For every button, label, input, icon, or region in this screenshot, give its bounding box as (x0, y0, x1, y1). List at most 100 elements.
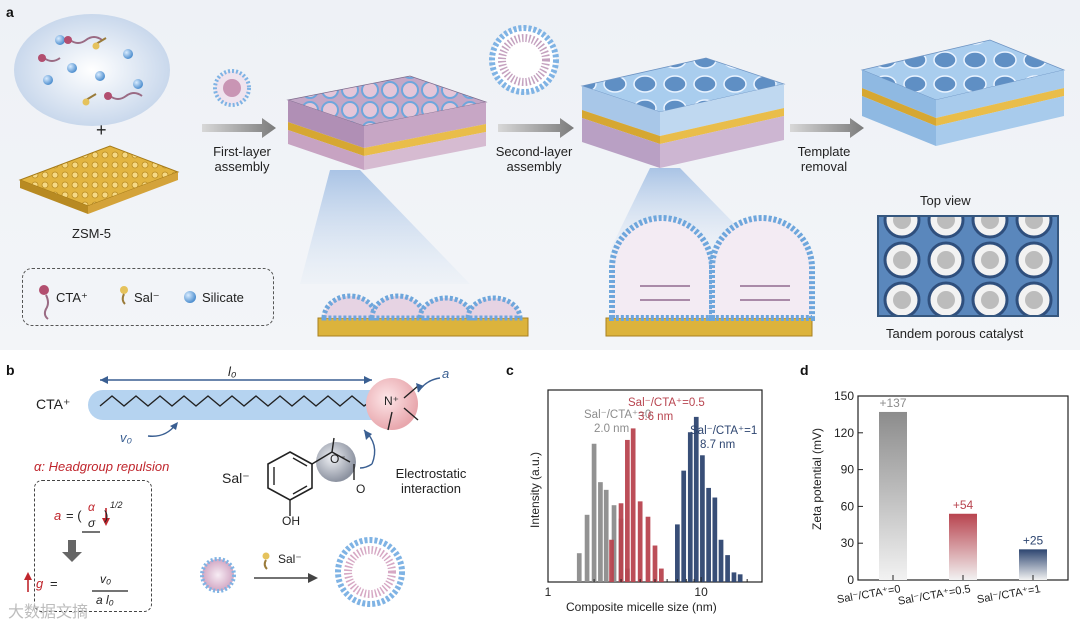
panel-b-illustration (24, 376, 441, 607)
histogram-bar (718, 539, 724, 582)
eq1-den: σ (88, 516, 96, 530)
alpha-title: α: Headgroup repulsion (34, 459, 169, 474)
step1-line2: assembly (214, 159, 270, 174)
sal-arrow-label: Sal⁻ (278, 552, 302, 566)
series-name-label: Sal⁻/CTA⁺=1 (690, 425, 757, 437)
panel-d-ylabel: Zeta potential (mV) (810, 427, 824, 530)
legend-box (22, 268, 274, 326)
zeta-bar (949, 513, 977, 580)
step2-line2: assembly (506, 159, 562, 174)
histogram-bar (618, 503, 624, 582)
first-layer-zoom (317, 293, 529, 337)
histogram-bar (712, 497, 718, 582)
histogram-bar (576, 553, 582, 582)
series-size-label: 3.6 nm (638, 411, 673, 423)
equation-box (34, 480, 152, 612)
large-micelle-b (335, 537, 405, 607)
v0-label: v₀ (120, 430, 132, 445)
histogram-bar (652, 545, 658, 582)
small-micelle-b (200, 557, 236, 593)
large-micelle-icon (489, 25, 559, 95)
zsm5-label: ZSM-5 (72, 226, 111, 241)
series-name-label: Sal⁻/CTA⁺=0 (584, 409, 651, 421)
cta-label: CTA⁺ (36, 396, 71, 412)
zeta-bar (879, 411, 907, 580)
category-label: Sal⁻/CTA⁺=0 (836, 583, 901, 606)
panel-c-xlabel: Composite micelle size (nm) (566, 600, 717, 614)
histogram-bar (737, 574, 743, 582)
series-name-label: Sal⁻/CTA⁺=0.5 (628, 397, 705, 409)
arrow-second-layer (498, 118, 574, 138)
series-size-label: 8.7 nm (700, 439, 735, 451)
small-micelle-icon (213, 69, 251, 107)
series-size-label: 2.0 nm (594, 423, 629, 435)
y-tick-label: 120 (834, 426, 854, 440)
histogram-bar (700, 455, 705, 582)
panel-b-label: b (6, 362, 15, 378)
histogram-bar (693, 416, 699, 582)
legend-sal-icon (120, 286, 128, 305)
second-layer-block (580, 57, 786, 168)
eq1-exp: 1/2 (110, 500, 123, 510)
histogram-bar (598, 482, 603, 582)
porous-product-block (860, 39, 1066, 146)
eq2-den: a l₀ (96, 593, 114, 607)
bar-value-label: +25 (1023, 533, 1044, 547)
legend-silicate-label: Silicate (202, 290, 244, 305)
eq2-num: v₀ (100, 572, 112, 586)
histogram-bar (611, 505, 617, 582)
tandem-catalyst-label: Tandem porous catalyst (886, 326, 1024, 341)
plus-sign: + (96, 120, 107, 140)
second-layer-zoom (605, 215, 815, 337)
legend-silicate-icon (184, 291, 196, 303)
arrow-first-layer (202, 118, 276, 138)
histogram-bar (675, 524, 680, 582)
y-tick-label: 0 (847, 573, 854, 587)
histogram-bar (645, 516, 651, 582)
step2-label: Second-layer assembly (486, 144, 582, 174)
electrostatic-line2: interaction (401, 481, 461, 496)
legend-cta-icon (39, 285, 49, 320)
histogram-bar (706, 487, 711, 582)
y-tick-label: 150 (834, 389, 854, 403)
legend-cta-label: CTA⁺ (56, 290, 88, 305)
bar-value-label: +137 (879, 396, 906, 410)
electrostatic-line1: Electrostatic (395, 466, 467, 481)
histogram-bar (637, 501, 643, 582)
step3-line1: Template (797, 144, 851, 159)
bar-value-label: +54 (953, 498, 974, 512)
sal-headgroup (316, 442, 356, 482)
n-plus-label: N⁺ (384, 394, 399, 408)
alpha-title-text: α: Headgroup repulsion (34, 459, 170, 474)
l0-label: l₀ (228, 364, 237, 379)
eq2-lhs: g (36, 576, 44, 591)
histogram-bar (630, 428, 636, 582)
histogram-bar (658, 568, 664, 582)
histogram-bar (731, 572, 737, 582)
watermark: 大数据文摘 (8, 604, 89, 621)
histogram-bar (591, 443, 597, 582)
panel-d-chart: 0306090120150+137Sal⁻/CTA⁺=0+54Sal⁻/CTA⁺… (834, 389, 1069, 608)
histogram-bar (603, 489, 609, 582)
zoom-beam-1 (300, 170, 470, 284)
step2-line1: Second-layer (495, 144, 573, 159)
category-label: Sal⁻/CTA⁺=0.5 (897, 583, 971, 608)
step3-label: Template removal (784, 144, 864, 174)
o-label: O (356, 482, 366, 496)
top-view-image (877, 215, 1059, 317)
panel-d-label: d (800, 362, 809, 378)
step1-label: First-layer assembly (198, 144, 286, 174)
eq1-num: α (88, 500, 95, 514)
a-label: a (442, 366, 450, 381)
top-view-label: Top view (920, 193, 971, 208)
histogram-bar (725, 555, 730, 582)
zeta-bar (1019, 549, 1047, 580)
legend-sal-label: Sal⁻ (134, 290, 160, 305)
category-label: Sal⁻/CTA⁺=1 (976, 583, 1041, 606)
first-layer-block (286, 75, 488, 170)
x-tick-label: 10 (694, 585, 708, 599)
panel-a-illustration (14, 14, 1066, 337)
electrostatic-label: Electrostatic interaction (378, 466, 484, 496)
o-minus-label: O⁻ (330, 452, 346, 466)
